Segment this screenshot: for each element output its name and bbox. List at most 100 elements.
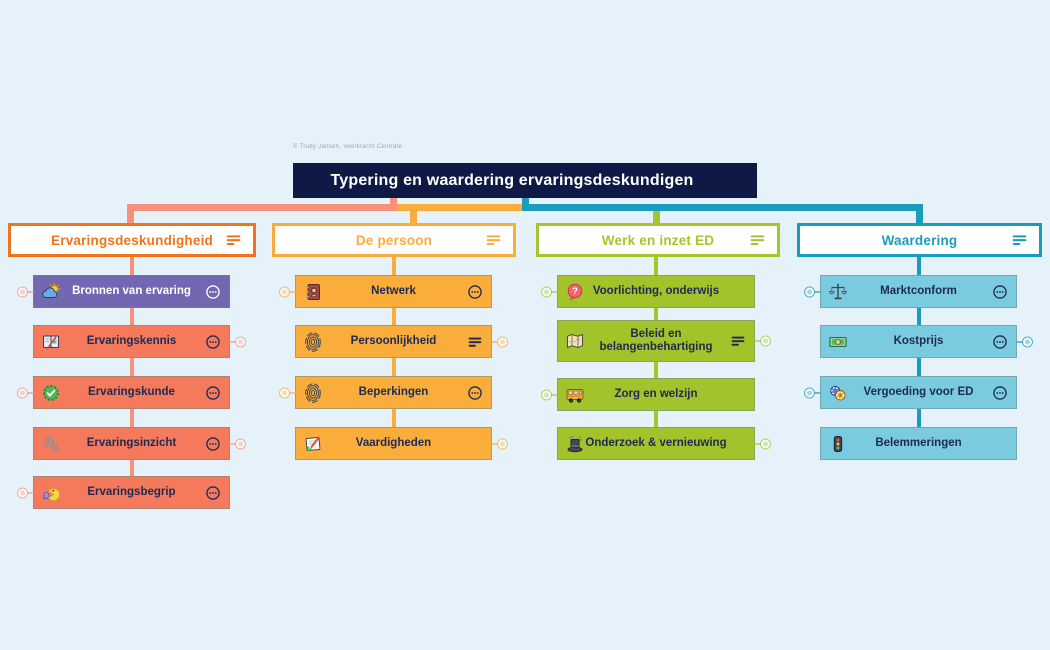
topic-ervaringsbegrip[interactable]: Ervaringsbegrip: [17, 476, 230, 509]
topic-beperkingen[interactable]: Beperkingen: [279, 376, 492, 409]
root-topic[interactable]: Typering en waardering ervaringsdeskundi…: [293, 163, 757, 198]
notes-icon[interactable]: [485, 232, 502, 249]
connector-segment: [127, 204, 134, 224]
branch-header-de-persoon[interactable]: De persoon: [272, 223, 516, 257]
topic-label: Vergoeding voor ED: [863, 386, 974, 399]
more-icon[interactable]: [205, 436, 221, 452]
topic-voorlichting-onderwijs[interactable]: ? Voorlichting, onderwijs: [541, 275, 755, 308]
connector-segment: [397, 204, 524, 211]
topic-label: Beperkingen: [358, 386, 429, 399]
relation-badge[interactable]: [497, 336, 508, 347]
branch-header-label: Waardering: [881, 232, 958, 248]
notepad-icon: [303, 434, 323, 454]
relation-badge[interactable]: [497, 438, 508, 449]
more-icon[interactable]: [205, 485, 221, 501]
notes-icon[interactable]: [225, 232, 242, 249]
relation-tie: [289, 391, 296, 394]
banknote-icon: [828, 332, 848, 352]
topic-netwerk[interactable]: Netwerk: [279, 275, 492, 308]
relation-tie: [27, 391, 34, 394]
topic-marktconform[interactable]: Marktconform: [804, 275, 1017, 308]
relation-badge[interactable]: [1022, 336, 1033, 347]
relation-tie: [814, 391, 821, 394]
topic-label: Kostprijs: [893, 335, 944, 348]
fingerprint-icon: [303, 331, 323, 352]
relation-badge[interactable]: [17, 387, 28, 398]
relation-badge[interactable]: [804, 387, 815, 398]
relation-badge[interactable]: [804, 286, 815, 297]
topic-zorg-en-welzijn[interactable]: Zorg en welzijn: [541, 378, 755, 411]
traffic-light-icon: [828, 434, 848, 454]
relation-tie: [491, 340, 498, 343]
relation-badge[interactable]: [760, 335, 771, 347]
copyright-text: © Trudy Jansen, Veerkracht Centrale: [293, 144, 402, 150]
magic-hat-icon: [565, 434, 585, 454]
more-icon[interactable]: [992, 334, 1008, 350]
relation-badge[interactable]: [541, 286, 552, 297]
notes-icon[interactable]: [749, 232, 766, 249]
topic-label: Marktconform: [880, 285, 957, 298]
topic-belemmeringen[interactable]: Belemmeringen: [820, 427, 1017, 460]
topic-label: Ervaringskunde: [88, 386, 175, 399]
question-bubble-icon: ?: [565, 282, 585, 302]
relation-tie: [551, 290, 558, 293]
connector-segment: [390, 198, 397, 205]
relation-tie: [289, 290, 296, 293]
topic-label: Persoonlijkheid: [350, 335, 437, 348]
relation-tie: [229, 340, 236, 343]
topic-bronnen-van-ervaring[interactable]: Bronnen van ervaring: [17, 275, 230, 308]
topic-label: Belemmeringen: [875, 437, 962, 450]
notes-icon[interactable]: [1011, 232, 1028, 249]
more-icon[interactable]: [992, 284, 1008, 300]
topic-label: Beleid en belangenbehartiging: [599, 328, 713, 353]
relation-badge[interactable]: [17, 487, 28, 498]
topic-label: Zorg en welzijn: [614, 388, 698, 401]
relation-badge[interactable]: [541, 389, 552, 400]
relation-tie: [754, 340, 761, 342]
branch-header-werk-en-inzet-ed[interactable]: Werk en inzet ED: [536, 223, 780, 257]
relation-badge[interactable]: [17, 286, 28, 297]
relation-badge[interactable]: [279, 387, 290, 398]
topic-persoonlijkheid[interactable]: Persoonlijkheid: [295, 325, 508, 358]
more-icon[interactable]: [992, 385, 1008, 401]
root-topic-label: Typering en waardering ervaringsdeskundi…: [330, 171, 694, 189]
topic-label: Ervaringsinzicht: [86, 437, 177, 450]
relation-badge[interactable]: [235, 438, 246, 449]
topic-ervaringskennis[interactable]: Ervaringskennis: [33, 325, 246, 358]
relation-badge[interactable]: [760, 438, 771, 449]
connector-segment: [522, 198, 529, 205]
topic-onderzoek-vernieuwing[interactable]: Onderzoek & vernieuwing: [557, 427, 771, 460]
notes-icon[interactable]: [725, 171, 745, 191]
relation-badge[interactable]: [235, 336, 246, 347]
topic-vaardigheden[interactable]: Vaardigheden: [295, 427, 508, 460]
branch-header-label: Werk en inzet ED: [601, 232, 715, 248]
topic-beleid-en-belangenbehartiging[interactable]: Beleid en belangenbehartiging: [557, 320, 771, 362]
topic-ervaringskunde[interactable]: Ervaringskunde: [17, 376, 230, 409]
more-icon[interactable]: [205, 284, 221, 300]
more-icon[interactable]: [467, 284, 483, 300]
topic-ervaringsinzicht[interactable]: Ervaringsinzicht: [33, 427, 246, 460]
branch-header-label: De persoon: [355, 232, 433, 248]
topic-kostprijs[interactable]: Kostprijs: [820, 325, 1033, 358]
relation-tie: [814, 290, 821, 293]
relation-badge[interactable]: [279, 286, 290, 297]
fingerprint-icon: [303, 382, 323, 403]
branch-header-waardering[interactable]: Waardering: [797, 223, 1042, 257]
relation-tie: [27, 491, 34, 494]
branch-header-ervaringsdeskundigheid[interactable]: Ervaringsdeskundigheid: [8, 223, 256, 257]
address-book-icon: [303, 282, 323, 302]
map-icon: [565, 331, 585, 351]
more-icon[interactable]: [467, 385, 483, 401]
pacman-ghost-icon: [41, 483, 61, 503]
topic-label: Voorlichting, onderwijs: [592, 285, 720, 298]
notes-icon[interactable]: [730, 333, 746, 349]
weather-icon: [41, 282, 61, 302]
connector-segment: [522, 204, 921, 211]
topic-vergoeding-voor-ed[interactable]: Vergoeding voor ED: [804, 376, 1017, 409]
more-icon[interactable]: [205, 334, 221, 350]
relation-tie: [1016, 340, 1023, 343]
scale-icon: [828, 282, 848, 302]
notes-icon[interactable]: [467, 334, 483, 350]
more-icon[interactable]: [205, 385, 221, 401]
